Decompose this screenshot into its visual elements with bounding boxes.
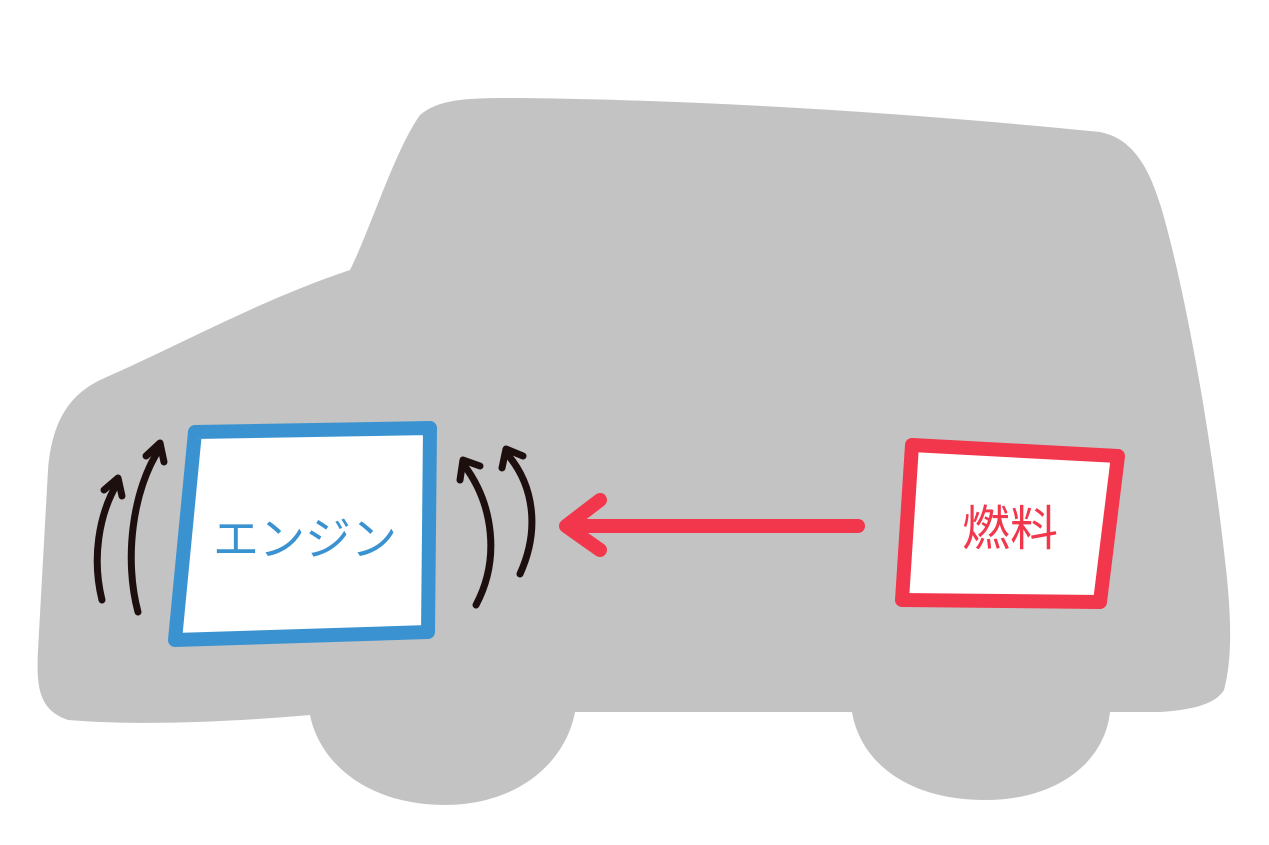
engine-box-frame — [168, 421, 437, 647]
vibration-left — [93, 439, 168, 616]
vibration-arrowhead-right-2 — [498, 445, 527, 472]
vibration-arrowhead-left-1 — [100, 474, 126, 500]
vibration-arc-right-1 — [460, 461, 495, 609]
engine-box: エンジン — [168, 421, 437, 647]
vibration-arc-right-2 — [504, 451, 536, 578]
vibration-right — [456, 445, 536, 609]
fuel-box: 燃料 — [895, 438, 1125, 609]
fuel-box-frame — [895, 438, 1125, 609]
arrow-head — [559, 493, 607, 557]
engine-label: エンジン — [213, 512, 397, 566]
fuel-to-engine-arrow — [559, 493, 865, 557]
vibration-arc-left-1 — [93, 478, 122, 604]
vibration-arrowhead-right-1 — [456, 456, 484, 484]
vibration-arrowhead-left-2 — [142, 439, 168, 466]
vibration-arc-left-2 — [127, 444, 164, 616]
fuel-label: 燃料 — [962, 501, 1058, 557]
